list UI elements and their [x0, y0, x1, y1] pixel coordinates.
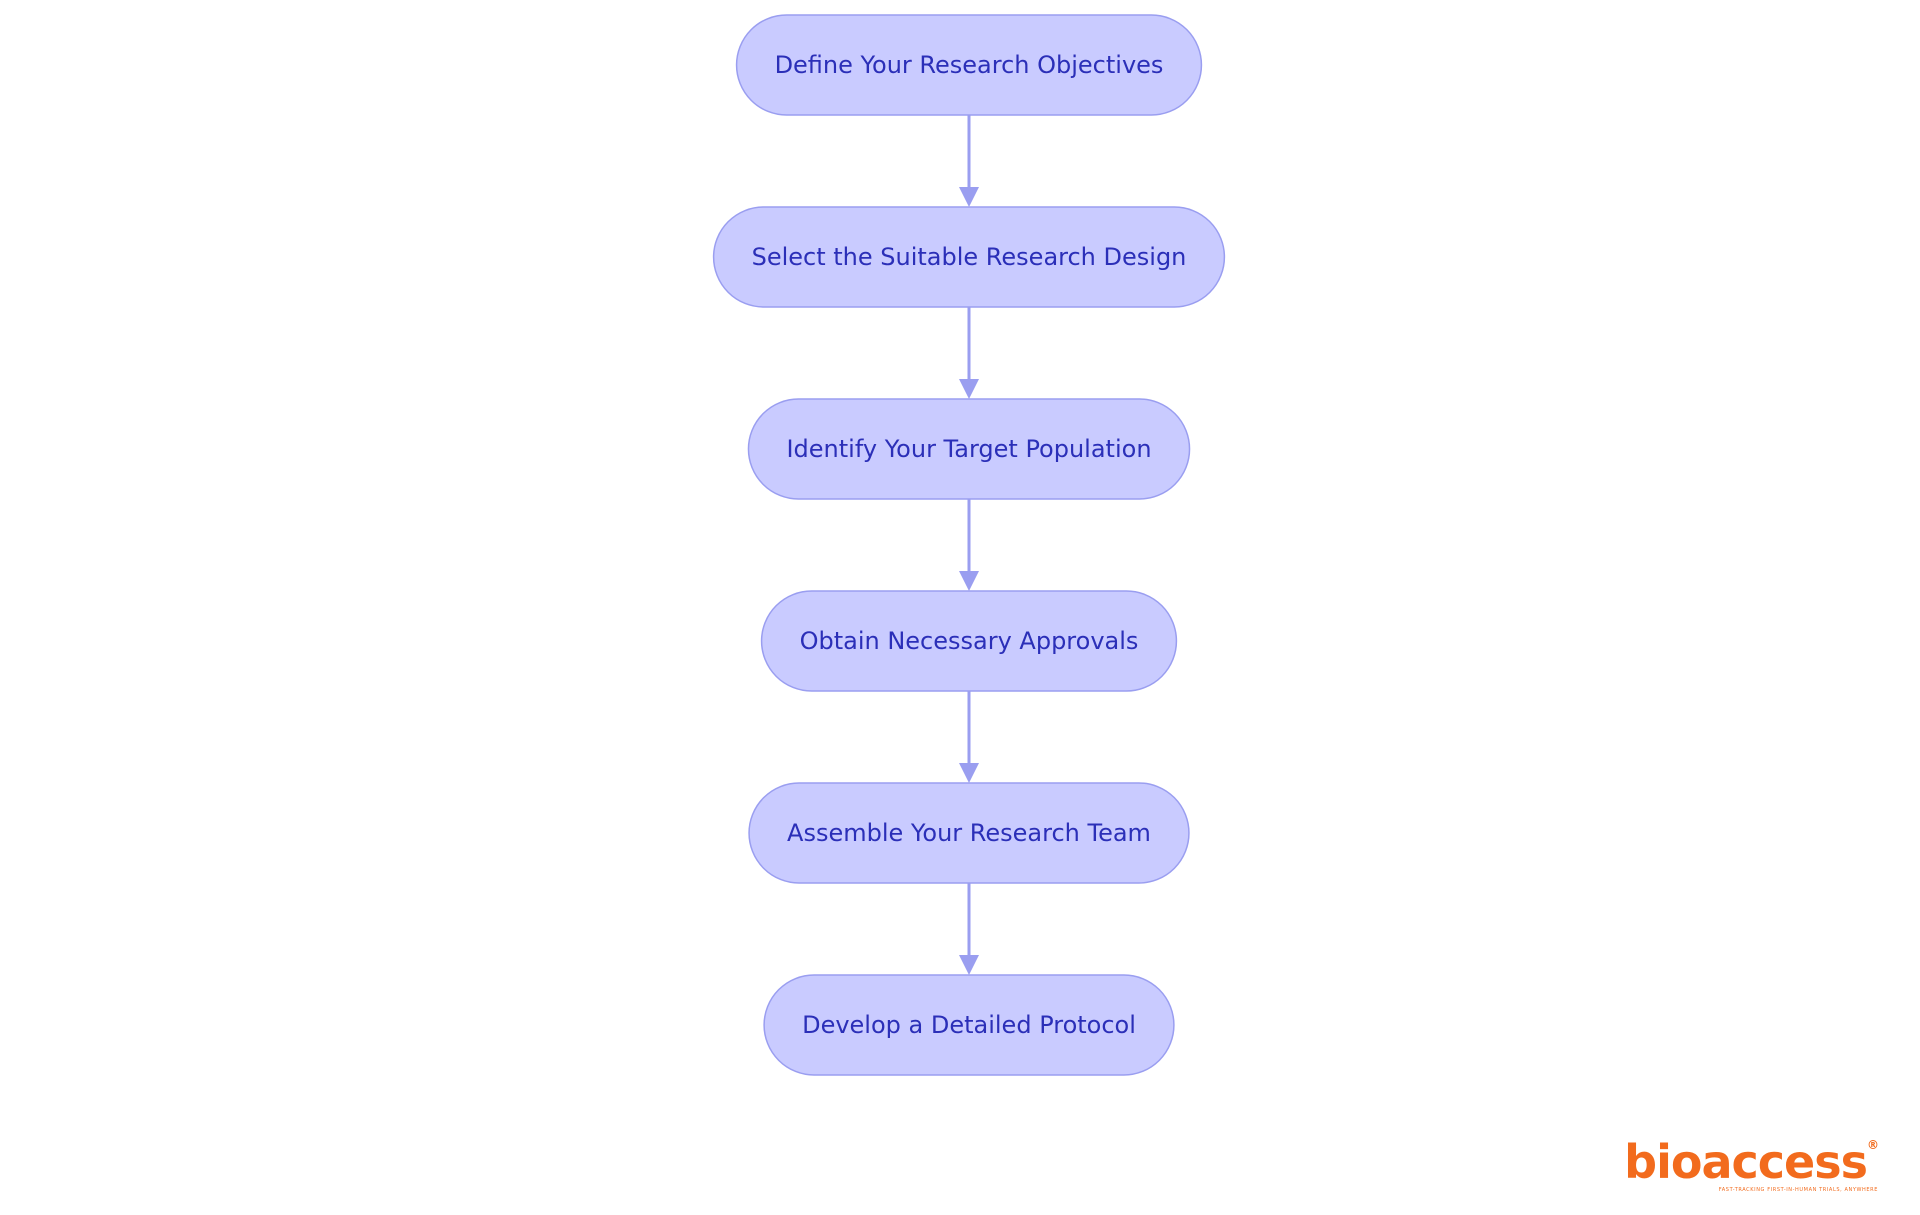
- flow-node-shape: [747, 398, 1191, 500]
- logo-tagline: FAST-TRACKING FIRST-IN-HUMAN TRIALS, ANY…: [1718, 1187, 1878, 1193]
- arrowhead-icon: [959, 379, 979, 399]
- flow-edge-n2-n3: [959, 307, 979, 399]
- flow-node-label: Develop a Detailed Protocol: [802, 1011, 1136, 1039]
- flow-node-label: Obtain Necessary Approvals: [800, 627, 1139, 655]
- flow-node-n5: Assemble Your Research Team: [748, 782, 1190, 884]
- arrowhead-icon: [959, 571, 979, 591]
- arrowhead-icon: [959, 763, 979, 783]
- flow-node-shape: [712, 206, 1226, 308]
- flow-node-n2: Select the Suitable Research Design: [712, 206, 1226, 308]
- arrowhead-icon: [959, 187, 979, 207]
- flow-node-n1: Define Your Research Objectives: [735, 14, 1203, 116]
- flow-node-n4: Obtain Necessary Approvals: [760, 590, 1178, 692]
- flow-edge-n4-n5: [959, 691, 979, 783]
- flow-edge-n3-n4: [959, 499, 979, 591]
- flow-node-n6: Develop a Detailed Protocol: [763, 974, 1175, 1076]
- arrowhead-icon: [959, 955, 979, 975]
- flow-node-shape: [763, 974, 1175, 1076]
- flow-node-shape: [735, 14, 1203, 116]
- edges-layer: [959, 115, 979, 975]
- flow-node-shape: [760, 590, 1178, 692]
- flow-node-label: Select the Suitable Research Design: [752, 243, 1187, 271]
- logo-word-text: bioaccess: [1624, 1135, 1868, 1189]
- flow-node-shape: [748, 782, 1190, 884]
- bioaccess-logo: bioaccess® FAST-TRACKING FIRST-IN-HUMAN …: [1624, 1138, 1879, 1193]
- flow-edge-n1-n2: [959, 115, 979, 207]
- flow-node-n3: Identify Your Target Population: [747, 398, 1191, 500]
- registered-mark: ®: [1867, 1138, 1879, 1152]
- logo-wordmark: bioaccess®: [1624, 1138, 1879, 1185]
- flow-node-label: Identify Your Target Population: [786, 435, 1151, 463]
- flow-node-label: Assemble Your Research Team: [787, 819, 1151, 847]
- flow-node-label: Define Your Research Objectives: [775, 51, 1164, 79]
- flow-edge-n5-n6: [959, 883, 979, 975]
